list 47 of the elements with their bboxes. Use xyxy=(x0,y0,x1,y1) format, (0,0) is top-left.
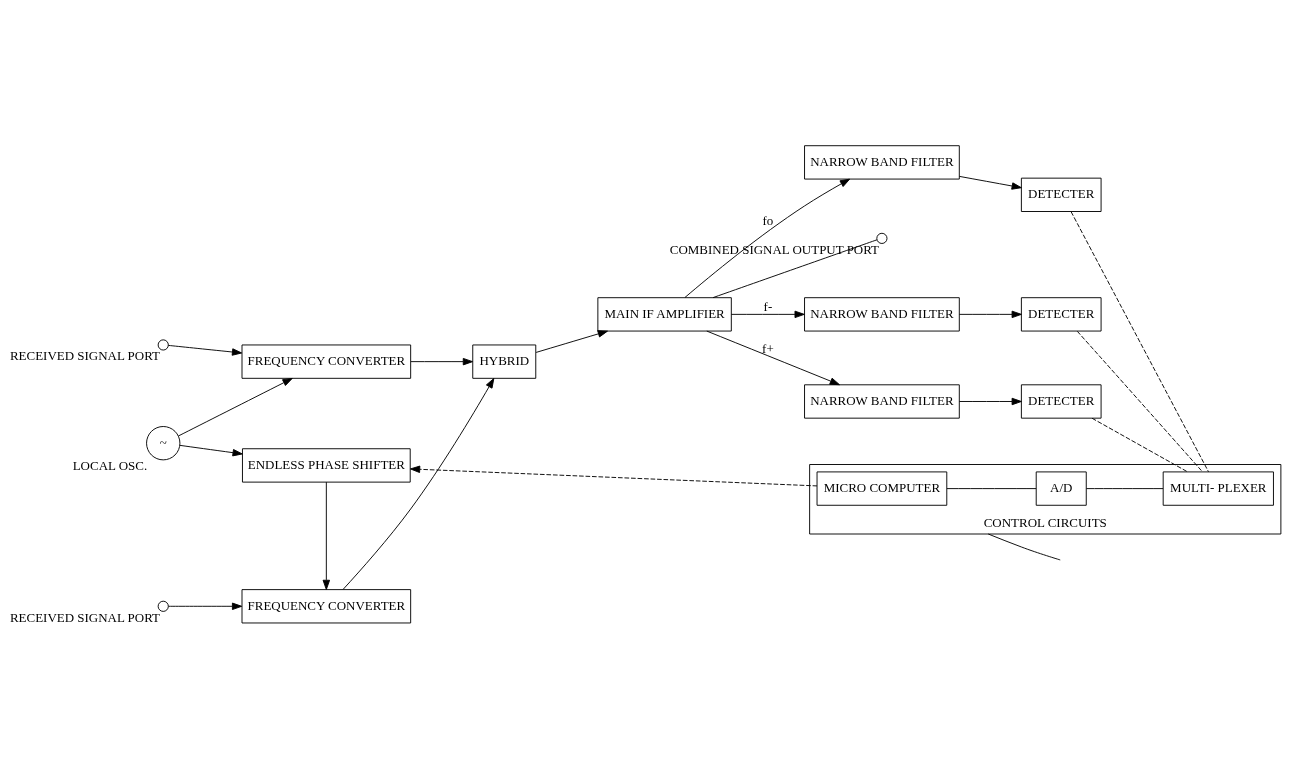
connector xyxy=(1085,488,1164,490)
arrow xyxy=(178,377,293,437)
node-box: MICRO COMPUTER xyxy=(816,471,948,506)
node-box: ENDLESS PHASE SHIFTER xyxy=(242,448,411,483)
node-circle xyxy=(157,600,169,612)
arrow xyxy=(168,602,243,610)
node-box: NARROW BAND FILTER xyxy=(804,145,960,180)
node-label: LOCAL OSC. xyxy=(72,458,148,474)
arrow xyxy=(168,344,243,356)
node-circle xyxy=(876,232,888,244)
edge-label: f+ xyxy=(762,340,774,356)
arrow xyxy=(730,310,805,319)
node-box: NARROW BAND FILTER xyxy=(804,297,960,332)
connector xyxy=(987,533,1061,561)
arrow xyxy=(958,397,1022,406)
node-box: HYBRID xyxy=(472,344,537,379)
arrow xyxy=(322,481,331,590)
node-box: NARROW BAND FILTER xyxy=(804,384,960,419)
node-circle xyxy=(157,339,169,351)
connector xyxy=(946,488,1037,490)
connector xyxy=(1091,417,1188,473)
arrow xyxy=(342,378,495,590)
connector xyxy=(1070,211,1209,473)
arrow xyxy=(958,175,1022,190)
node-circle: ~ xyxy=(146,426,181,461)
arrow xyxy=(684,178,851,298)
arrow xyxy=(706,330,840,386)
node-box: MAIN IF AMPLIFIER xyxy=(597,297,732,332)
node-box: A/D xyxy=(1035,471,1087,506)
arrow xyxy=(410,465,818,487)
node-label: RECEIVED SIGNAL PORT xyxy=(9,609,160,625)
node-box: MULTI- PLEXER xyxy=(1162,471,1274,506)
edge-label: f- xyxy=(763,298,773,314)
connector xyxy=(1076,330,1203,473)
connector xyxy=(712,239,878,299)
node-box: DETECTER xyxy=(1020,177,1102,212)
node-box: DETECTER xyxy=(1020,297,1102,332)
node-box: FREQUENCY CONVERTER xyxy=(241,589,412,624)
node-box: DETECTER xyxy=(1020,384,1102,419)
arrow xyxy=(958,310,1022,319)
node-box: FREQUENCY CONVERTER xyxy=(241,344,412,379)
edge-label: fo xyxy=(762,212,774,228)
arrow xyxy=(410,357,473,366)
node-label: COMBINED SIGNAL OUTPUT PORT xyxy=(669,241,880,257)
arrow xyxy=(179,444,243,457)
arrow xyxy=(535,330,608,353)
node-label: RECEIVED SIGNAL PORT xyxy=(9,348,160,364)
